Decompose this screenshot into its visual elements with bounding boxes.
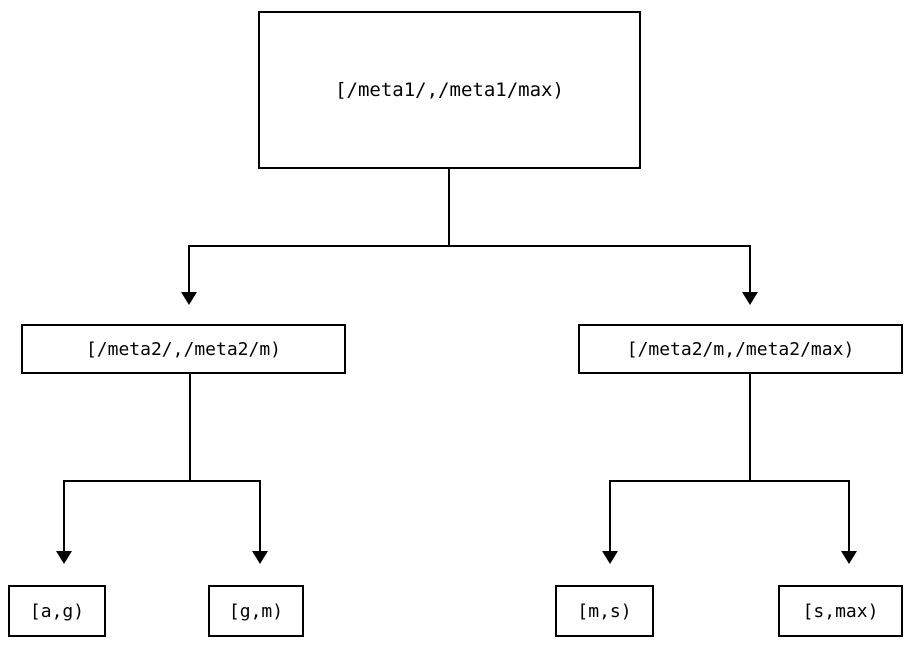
edge-root-to-mid-left [188,245,190,293]
tree-node-leaf-ms[interactable]: [m,s) [555,585,654,637]
edge-level1-split-bar [189,245,751,247]
tree-node-mid-right[interactable]: [/meta2/m,/meta2/max) [578,324,903,374]
arrowhead-mid-left-to-leaf-ag [56,551,72,564]
tree-node-leaf-gm[interactable]: [g,m) [208,585,304,637]
tree-node-root[interactable]: [/meta1/,/meta1/max) [258,11,641,169]
edge-mid-right-split-bar [610,480,850,482]
edge-root-stem [448,168,450,247]
tree-node-leaf-smax[interactable]: [s,max) [778,585,903,637]
edge-mid-left-to-leaf-ag [63,480,65,552]
arrowhead-mid-right-to-leaf-ms [602,551,618,564]
edge-mid-right-to-leaf-ms [609,480,611,552]
arrowhead-mid-right-to-leaf-smax [841,551,857,564]
edge-root-to-mid-right [749,245,751,293]
edge-mid-right-stem [749,373,751,482]
arrowhead-mid-left-to-leaf-gm [252,551,268,564]
edge-mid-left-to-leaf-gm [259,480,261,552]
edge-mid-left-split-bar [64,480,261,482]
edge-mid-left-stem [189,373,191,482]
arrowhead-root-to-mid-right [742,292,758,305]
edge-mid-right-to-leaf-smax [848,480,850,552]
arrowhead-root-to-mid-left [181,292,197,305]
tree-node-leaf-ag[interactable]: [a,g) [8,585,106,637]
tree-node-mid-left[interactable]: [/meta2/,/meta2/m) [21,324,346,374]
